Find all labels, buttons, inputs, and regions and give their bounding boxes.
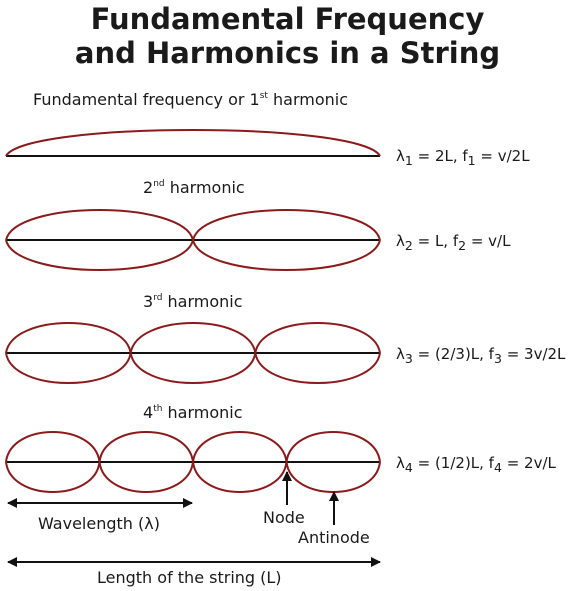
harmonic-1-loop-1-upper <box>5 129 381 157</box>
harmonic-4-loop-3-upper <box>192 431 288 463</box>
harmonic-2-label: 2nd harmonic <box>143 178 245 197</box>
harmonic-3-formula: λ3 = (2/3)L, f3 = 3v/2L <box>396 345 566 366</box>
harmonic-4-label: 4th harmonic <box>143 403 243 422</box>
harmonic-3-loop-1-upper <box>5 322 132 354</box>
harmonic-4-loop-4-lower <box>285 461 381 493</box>
harmonic-4-formula: λ4 = (1/2)L, f4 = 2v/L <box>396 454 556 475</box>
length-label: Length of the string (L) <box>97 568 282 587</box>
harmonic-3-loop-1-lower <box>5 352 132 384</box>
harmonic-4-loop-3-lower <box>192 461 288 493</box>
harmonic-4-loop-2-upper <box>98 431 194 463</box>
harmonic-2-loop-1-upper <box>5 209 194 241</box>
harmonic-3-label: 3rd harmonic <box>143 292 243 311</box>
title-line-2: and Harmonics in a String <box>74 36 501 70</box>
harmonic-1-label: Fundamental frequency or 1st harmonic <box>33 90 349 109</box>
harmonic-2-loop-1-lower <box>5 239 194 271</box>
harmonic-3-loop-3-upper <box>254 322 381 354</box>
harmonic-4-loop-2-lower <box>98 461 194 493</box>
harmonic-3-loop-3-lower <box>254 352 381 384</box>
harmonic-1-formula: λ1 = 2L, f1 = v/2L <box>396 147 530 168</box>
harmonic-4-loop-1-upper <box>5 431 101 463</box>
waves-group <box>5 129 381 493</box>
title-line-1: Fundamental Frequency <box>90 2 485 36</box>
harmonic-2-formula: λ2 = L, f2 = v/L <box>396 232 511 253</box>
harmonic-4-loop-4-upper <box>285 431 381 463</box>
antinode-label: Antinode <box>298 528 370 547</box>
harmonic-2-loop-2-lower <box>192 239 381 271</box>
node-label: Node <box>263 508 305 527</box>
harmonic-3-loop-2-upper <box>129 322 257 354</box>
harmonic-3-loop-2-lower <box>129 352 257 384</box>
harmonic-4-loop-1-lower <box>5 461 101 493</box>
harmonic-2-loop-2-upper <box>192 209 381 241</box>
wavelength-label: Wavelength (λ) <box>38 514 160 533</box>
